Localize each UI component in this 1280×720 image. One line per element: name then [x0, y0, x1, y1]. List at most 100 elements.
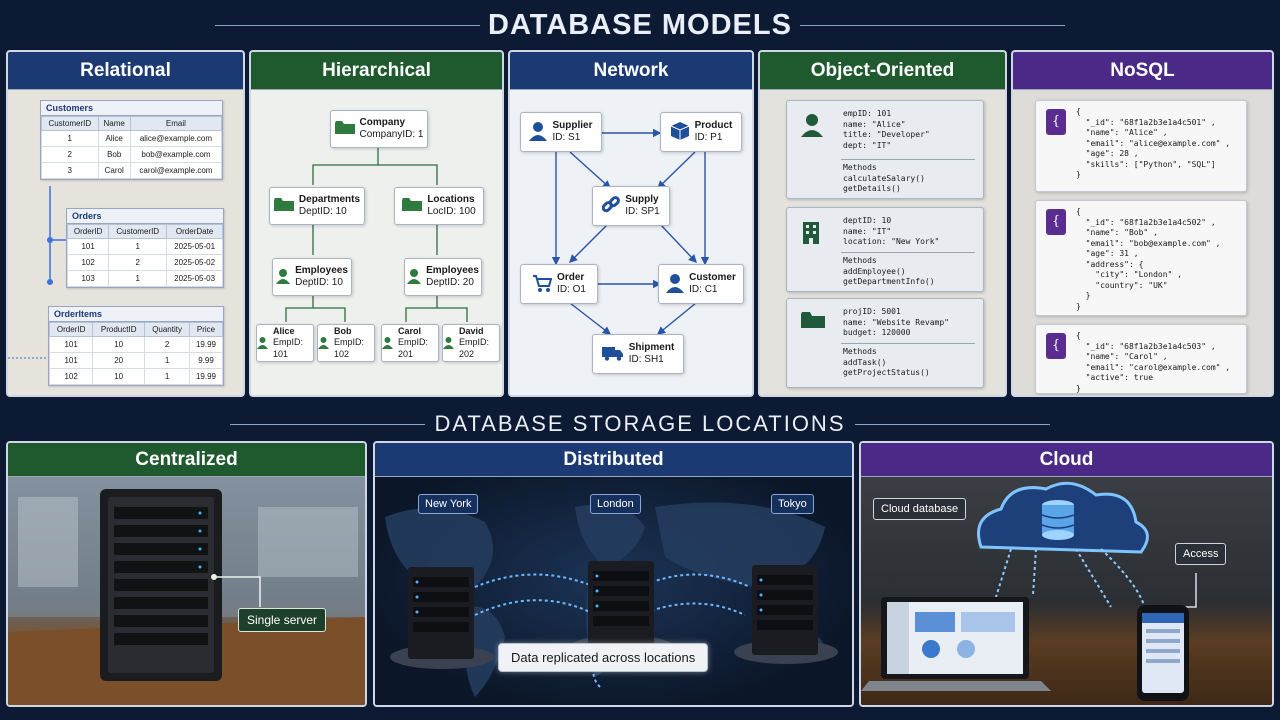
col-header: OrderDate: [166, 224, 223, 239]
city-label-tokyo: Tokyo: [771, 494, 814, 514]
centralized-scene: Single server: [8, 477, 365, 705]
customers-table: Customers CustomerID Name Email 1 Alice …: [40, 100, 223, 180]
cell: 2025-05-03: [166, 270, 223, 287]
cart-icon: [532, 274, 553, 295]
distributed-panel: Distributed: [373, 441, 854, 707]
cell: 19.99: [189, 368, 223, 385]
storage-title: DATABASE STORAGE LOCATIONS: [0, 410, 1280, 438]
node-label: Bob: [334, 326, 352, 337]
storage-title-text: DATABASE STORAGE LOCATIONS: [434, 411, 846, 436]
object-attributes: deptID: 10 name: "IT" location: "New Yor…: [843, 216, 940, 246]
node-id: ID: SH1: [628, 354, 664, 365]
cell: 2: [41, 146, 99, 163]
title-rule-left: [215, 25, 480, 26]
cloud-devices-image: [861, 481, 1197, 701]
cube-icon: [670, 121, 690, 144]
access-tag: Access: [1175, 543, 1227, 565]
truck-icon: [601, 345, 624, 364]
node-label: Employees: [426, 264, 479, 276]
node-label: Employees: [295, 264, 348, 276]
divider: [841, 252, 975, 253]
orderitems-table-name: OrderItems: [49, 307, 223, 322]
col-header: OrderID: [48, 322, 94, 337]
object-department: deptID: 10 name: "IT" location: "New Yor…: [786, 207, 984, 292]
city-label-new-york: New York: [418, 494, 479, 514]
cell: 1: [41, 130, 99, 147]
cloud-panel: Cloud Cloud database: [859, 441, 1274, 707]
object-attributes: projID: 5001 name: "Website Revamp" budg…: [843, 307, 949, 337]
title-rule-right: [800, 25, 1065, 26]
col-header: CustomerID: [108, 224, 168, 239]
page-title-text: DATABASE MODELS: [488, 9, 792, 41]
cloud-scene: Cloud database Access: [861, 477, 1272, 705]
table-row: 102 2 2025-05-02: [66, 254, 223, 271]
relational-header: Relational: [8, 52, 243, 90]
customers-table-name: Customers: [41, 101, 222, 116]
cell: 2: [144, 336, 191, 353]
object-methods: Methods addTask() getProjectStatus(): [843, 347, 930, 377]
relational-panel: Relational Customers CustomerID Name Ema…: [6, 50, 245, 397]
person-icon: [666, 273, 685, 296]
node-id: ID: SP1: [625, 206, 660, 217]
link-icon: [602, 195, 621, 217]
col-header: Email: [129, 116, 223, 131]
col-header: Name: [97, 116, 131, 131]
cell: 101: [48, 336, 94, 353]
node-label: Departments: [298, 193, 361, 205]
orders-table-name: Orders: [67, 209, 223, 224]
person-icon: [407, 268, 422, 287]
object-oriented-body: empID: 101 name: "Alice" title: "Develop…: [760, 90, 1005, 395]
document-brace-icon: {: [1046, 109, 1066, 135]
cell: carol@example.com: [129, 162, 223, 179]
node-label: Carol: [398, 326, 422, 337]
object-oriented-header: Object-Oriented: [760, 52, 1005, 90]
cell: 102: [48, 368, 94, 385]
person-icon: [318, 336, 329, 351]
document-brace-icon: {: [1046, 333, 1066, 359]
node-id: ID: S1: [552, 132, 581, 143]
cell: Alice: [97, 130, 131, 147]
cell: 3: [41, 162, 99, 179]
nosql-document: { { "_id": "68f1a2b3e1a4c503" , "name": …: [1035, 324, 1247, 394]
document-brace-icon: {: [1046, 209, 1066, 235]
nosql-header: NoSQL: [1013, 52, 1272, 90]
table-row: 102 10 1 19.99: [48, 368, 223, 385]
cloud-header: Cloud: [861, 443, 1272, 477]
cell: alice@example.com: [129, 130, 223, 147]
cell: 103: [66, 270, 110, 287]
node-id: ID: P1: [694, 132, 723, 143]
cell: 1: [108, 238, 168, 255]
person-icon: [529, 121, 548, 144]
node-id: EmpID: 102: [334, 337, 365, 359]
document-json: { "_id": "68f1a2b3e1a4c502" , "name": "B…: [1076, 207, 1221, 311]
title-rule-right: [855, 424, 1050, 425]
hierarchical-header: Hierarchical: [251, 52, 502, 90]
distributed-header: Distributed: [375, 443, 852, 477]
folder-icon: [402, 197, 423, 215]
node-id: DeptID: 10: [295, 277, 343, 288]
cell: 1: [144, 368, 191, 385]
node-label: Supplier: [552, 119, 593, 131]
title-rule-left: [230, 424, 425, 425]
document-json: { "_id": "68f1a2b3e1a4c501" , "name": "A…: [1076, 107, 1231, 179]
table-row: 101 1 2025-05-01: [66, 238, 223, 255]
city-label-london: London: [590, 494, 641, 514]
table-row: 101 20 1 9.99: [48, 352, 223, 369]
distributed-scene: New York London Tokyo Data replicated ac…: [375, 477, 852, 705]
cell: 101: [66, 238, 110, 255]
node-id: LocID: 100: [427, 206, 476, 217]
document-json: { "_id": "68f1a2b3e1a4c503" , "name": "C…: [1076, 331, 1231, 393]
folder-icon: [273, 197, 294, 215]
single-server-tag: Single server: [238, 608, 327, 632]
